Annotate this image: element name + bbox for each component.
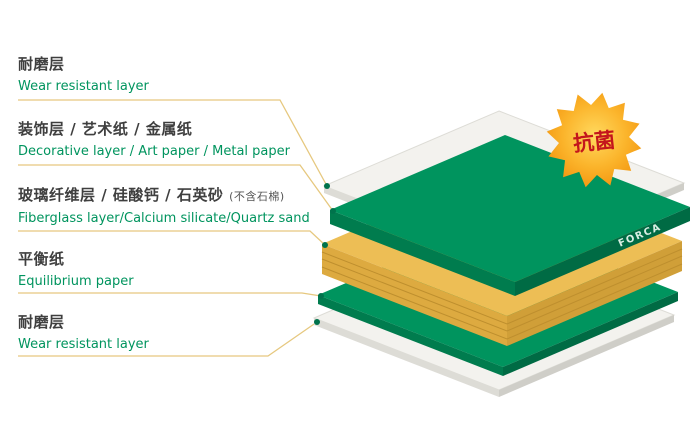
label-fiberglass: 玻璃纤维层 / 硅酸钙 / 石英砂 (不含石棉) Fiberglass laye… — [18, 186, 318, 227]
label-cn: 平衡纸 — [18, 250, 65, 268]
starburst-icon — [546, 92, 642, 188]
connector-line — [18, 292, 322, 297]
layer-right-face — [515, 207, 690, 296]
connector-dot — [330, 208, 336, 214]
connector-lines — [18, 99, 334, 357]
label-equilibrium-paper: 平衡纸 Equilibrium paper — [18, 250, 318, 290]
label-en: Equilibrium paper — [18, 274, 134, 289]
core-sheet-lines — [321, 248, 683, 340]
label-cn: 装饰层 / 艺术纸 / 金属纸 — [18, 120, 193, 138]
connector-dot — [324, 183, 330, 189]
label-cn-main: 玻璃纤维层 / 硅酸钙 / 石英砂 — [18, 186, 224, 204]
label-cn-note: (不含石棉) — [229, 190, 285, 203]
label-cn: 玻璃纤维层 / 硅酸钙 / 石英砂 (不含石棉) — [18, 186, 318, 206]
label-en: Fiberglass layer/Calcium silicate/Quartz… — [18, 211, 310, 226]
antibacterial-label: 抗菌 — [572, 128, 616, 156]
layer-left-face — [330, 210, 515, 296]
layer-left-face — [318, 295, 503, 376]
connector-line — [18, 230, 326, 246]
connector-dot — [322, 242, 328, 248]
layer-decorative: FORCA — [330, 135, 690, 296]
label-cn: 耐磨层 — [18, 313, 65, 331]
label-en: Wear resistant layer — [18, 79, 149, 94]
layer-right-face — [499, 315, 674, 397]
connector-line — [18, 321, 318, 357]
layer-right-face — [503, 292, 678, 376]
connector-dot — [314, 319, 320, 325]
label-wear-resistant-top: 耐磨层 Wear resistant layer — [18, 55, 318, 95]
label-decorative: 装饰层 / 艺术纸 / 金属纸 Decorative layer / Art p… — [18, 120, 318, 160]
connector-line — [18, 164, 334, 212]
connector-dot — [318, 293, 324, 299]
label-cn: 耐磨层 — [18, 55, 65, 73]
connector-dots — [314, 183, 336, 325]
label-en: Decorative layer / Art paper / Metal pap… — [18, 144, 290, 159]
layer-left-face — [314, 318, 499, 397]
label-wear-resistant-bottom: 耐磨层 Wear resistant layer — [18, 313, 318, 353]
antibacterial-badge: 抗菌 — [546, 92, 642, 188]
connector-line — [18, 99, 328, 187]
layer-top-face — [330, 135, 690, 282]
label-en: Wear resistant layer — [18, 337, 149, 352]
